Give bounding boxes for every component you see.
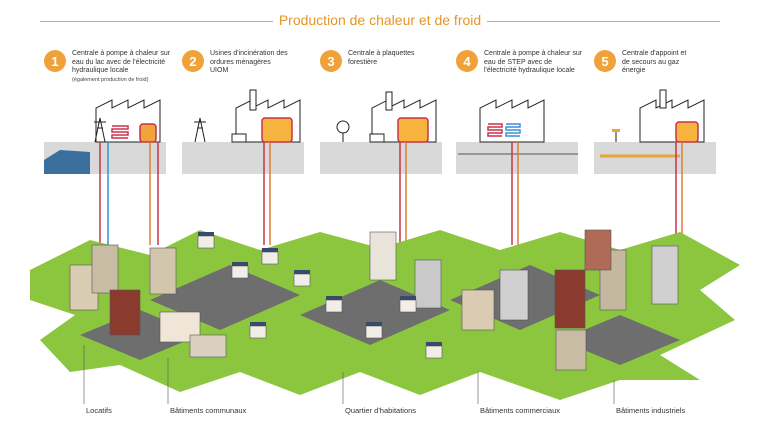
industrial-building-3 [585, 230, 611, 270]
locatif-building-3 [150, 248, 176, 294]
roof-7 [400, 296, 416, 300]
house-9 [250, 326, 266, 338]
plant-2-heat-unit [262, 118, 292, 142]
chimneys [250, 90, 666, 110]
locatif-building-2 [92, 245, 118, 293]
industrial-building-brick [555, 270, 585, 328]
plant-2-chimney [250, 90, 256, 110]
roof-9 [250, 322, 266, 326]
heat-pump-coils [112, 124, 520, 138]
commercial-building-2 [500, 270, 528, 320]
roof-1 [198, 232, 214, 236]
house-3 [262, 252, 278, 264]
hospital-building [370, 232, 396, 280]
caption-quartier: Quartier d'habitations [345, 406, 416, 415]
plant-2-truck [232, 134, 246, 142]
plant-5-chimney [660, 90, 666, 108]
house-1 [198, 236, 214, 248]
roof-2 [232, 262, 248, 266]
roof-4 [294, 270, 310, 274]
plant-3-truck [370, 134, 384, 142]
plant-5-heat-unit [676, 122, 698, 142]
industrial-building-4 [556, 330, 586, 370]
roof-8 [426, 342, 442, 346]
tree-icon [337, 121, 349, 142]
locatif-building-brick [110, 290, 140, 335]
communal-annex [190, 335, 226, 357]
house-8 [426, 346, 442, 358]
residential-tower [415, 260, 441, 308]
caption-communaux: Bâtiments communaux [170, 406, 246, 415]
plant-1-heat-unit [140, 124, 156, 142]
caption-industriels: Bâtiments industriels [616, 406, 685, 415]
roof-6 [366, 322, 382, 326]
plant-3-chimney [386, 92, 392, 110]
caption-commerciaux: Bâtiments commerciaux [480, 406, 560, 415]
house-4 [294, 274, 310, 286]
district-pipes [100, 142, 682, 245]
plant-2-pylon [194, 118, 206, 142]
house-2 [232, 266, 248, 278]
commercial-building-1 [462, 290, 494, 330]
roof-5 [326, 296, 342, 300]
caption-locatifs: Locatifs [86, 406, 112, 415]
house-5 [326, 300, 342, 312]
industrial-building-2 [652, 246, 678, 304]
plant-3-heat-unit [398, 118, 428, 142]
house-7 [400, 300, 416, 312]
house-6 [366, 326, 382, 338]
roof-3 [262, 248, 278, 252]
lake-shape [44, 150, 90, 174]
